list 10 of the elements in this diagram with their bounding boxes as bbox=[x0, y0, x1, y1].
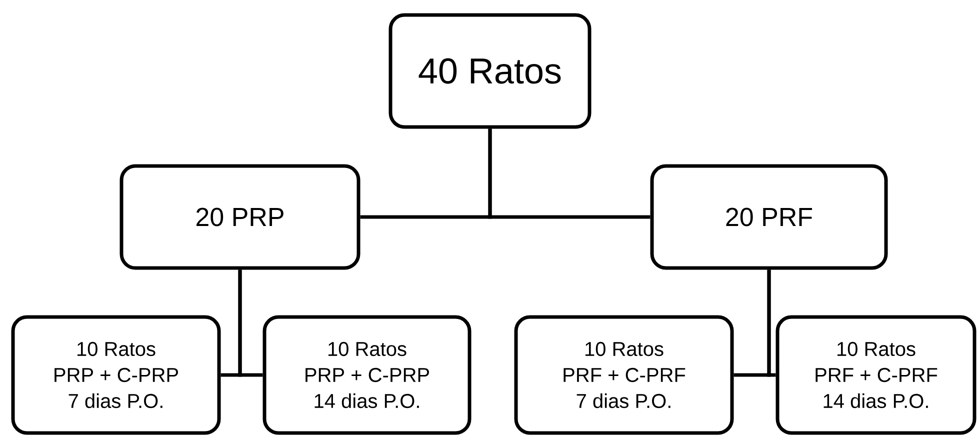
rounded-box: 10 Ratos PRF + C-PRF 14 dias P.O. bbox=[776, 315, 976, 435]
connector-line bbox=[488, 128, 650, 219]
rounded-box: 10 Ratos PRP + C-PRP 14 dias P.O. bbox=[262, 315, 472, 435]
rounded-box: 20 PRP bbox=[120, 164, 360, 270]
connector-line bbox=[238, 270, 263, 377]
rounded-box: 10 Ratos PRP + C-PRP 7 dias P.O. bbox=[11, 315, 221, 435]
connector-line bbox=[767, 270, 776, 377]
rounded-box: 20 PRF bbox=[650, 164, 888, 270]
rounded-box: 10 Ratos PRF + C-PRF 7 dias P.O. bbox=[514, 315, 734, 435]
rounded-box: 40 Ratos bbox=[388, 13, 592, 129]
